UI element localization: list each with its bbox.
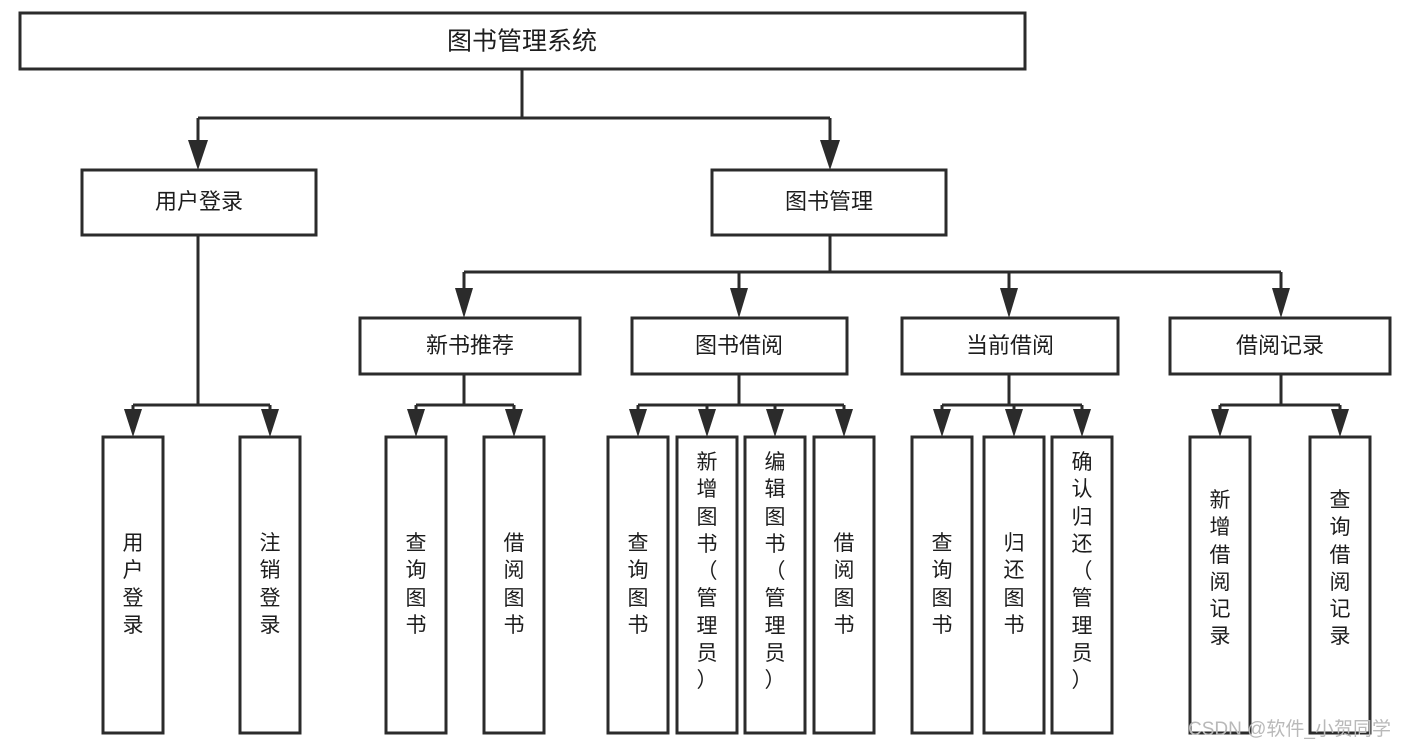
leaf-borrow-book-box[interactable] <box>812 435 876 735</box>
node-current-borrow-label: 当前借阅 <box>966 333 1054 358</box>
arrow-head-leaf-return-book <box>1005 409 1023 437</box>
leaf-user-login-box[interactable] <box>101 435 165 735</box>
leaf-borrow-book-new-box[interactable] <box>482 435 546 735</box>
node-new-book-recommend[interactable]: 新书推荐 <box>358 316 582 376</box>
leaf-return-book-box[interactable] <box>982 435 1046 735</box>
arrow-head-current-borrow <box>1000 288 1018 318</box>
node-new-book-recommend-label: 新书推荐 <box>426 333 514 358</box>
arrow-head-new-book-recommend <box>455 288 473 318</box>
leaf-query-record-box[interactable] <box>1308 435 1372 735</box>
node-book-manage[interactable]: 图书管理 <box>710 168 948 237</box>
leaf-query-book-new-box[interactable] <box>384 435 448 735</box>
node-new-book-recommend-box[interactable] <box>358 316 582 376</box>
node-title-box[interactable] <box>18 11 1027 71</box>
node-current-borrow[interactable]: 当前借阅 <box>900 316 1120 376</box>
leaf-confirm-return-box[interactable] <box>1050 435 1114 735</box>
node-borrow-record-label: 借阅记录 <box>1236 333 1324 358</box>
node-book-borrow-box[interactable] <box>630 316 849 376</box>
node-title-label: 图书管理系统 <box>447 28 597 56</box>
node-user-login-box[interactable] <box>80 168 318 237</box>
arrow-head-leaf-query-book-borrow <box>629 409 647 437</box>
node-user-login[interactable]: 用户登录 <box>80 168 318 237</box>
leaf-logout-login-box[interactable] <box>238 435 302 735</box>
leaf-add-record-box[interactable] <box>1188 435 1252 735</box>
arrow-head-leaf-user-login <box>124 409 142 437</box>
arrow-head-leaf-confirm-return <box>1073 409 1091 437</box>
arrow-head-leaf-query-record <box>1331 409 1349 437</box>
arrow-head-borrow-record <box>1272 288 1290 318</box>
node-layer: 图书管理系统 用户登录 图书管理 新书推荐 图书借阅 当前 <box>18 11 1392 735</box>
node-title[interactable]: 图书管理系统 <box>18 11 1027 71</box>
node-current-borrow-box[interactable] <box>900 316 1120 376</box>
leaf-add-book-admin-box[interactable] <box>675 435 739 735</box>
node-book-borrow-label: 图书借阅 <box>695 333 783 358</box>
leaf-query-book-borrow-box[interactable] <box>606 435 670 735</box>
node-borrow-record[interactable]: 借阅记录 <box>1168 316 1392 376</box>
arrow-head-book-manage <box>820 140 840 170</box>
node-user-login-label: 用户登录 <box>155 189 243 214</box>
arrow-head-book-borrow <box>730 288 748 318</box>
connector-layer <box>124 69 1349 437</box>
arrow-head-leaf-add-book-admin <box>698 409 716 437</box>
leaf-box-layer <box>101 435 1372 735</box>
arrow-head-user-login <box>188 140 208 170</box>
arrow-head-leaf-query-book-cur <box>933 409 951 437</box>
arrow-head-leaf-logout-login <box>261 409 279 437</box>
leaf-edit-book-admin-box[interactable] <box>743 435 807 735</box>
leaf-query-book-cur-box[interactable] <box>910 435 974 735</box>
node-book-borrow[interactable]: 图书借阅 <box>630 316 849 376</box>
arrow-head-leaf-add-record <box>1211 409 1229 437</box>
node-book-manage-label: 图书管理 <box>785 189 873 214</box>
arrow-head-leaf-query-book-new <box>407 409 425 437</box>
arrow-head-leaf-borrow-book <box>835 409 853 437</box>
arrow-head-leaf-edit-book-admin <box>766 409 784 437</box>
arrow-head-leaf-borrow-book-new <box>505 409 523 437</box>
node-borrow-record-box[interactable] <box>1168 316 1392 376</box>
node-book-manage-box[interactable] <box>710 168 948 237</box>
